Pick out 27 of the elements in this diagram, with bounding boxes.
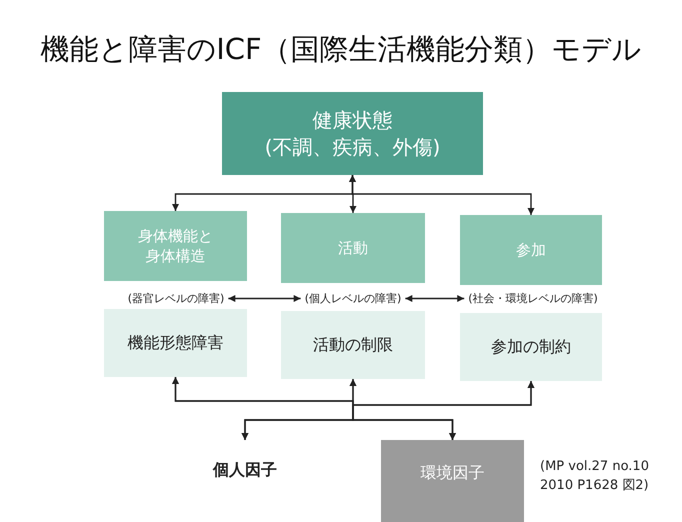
factor-box [381,440,524,522]
box-subtext: (不調、疾病、外傷) [264,134,442,160]
connector-arrow [349,175,534,215]
impairment-box [460,313,602,381]
component-box [281,213,425,283]
box-heading: 活動の制限 [312,334,394,356]
impairment-box [281,311,425,379]
citation-note: (MP vol.27 no.10 2010 P1628 図2) [540,458,650,495]
connector-arrow [405,295,464,302]
condition-box [222,92,483,175]
box-heading: 活動 [337,238,369,258]
connector-arrow [228,295,301,302]
box-heading: 身体機能と身体構造 [137,226,214,266]
box-heading: 参加の制約 [490,336,572,358]
level-label: (個人レベルの障害) [304,291,402,306]
factor-label: 個人因子 [213,440,277,500]
box-heading: 参加 [515,240,547,260]
title: 機能と障害のICF（国際生活機能分類）モデル [39,31,643,68]
box-heading: 健康状態 [312,106,394,134]
level-label: (器官レベルの障害) [128,291,224,306]
component-box [460,215,602,285]
box-heading: 環境因子 [420,462,486,484]
connector-arrow [352,381,534,440]
box-heading: 機能形態障害 [126,332,224,354]
level-label: (社会・環境レベルの障害) [468,291,598,306]
component-box [104,211,247,281]
impairment-box [104,309,247,377]
